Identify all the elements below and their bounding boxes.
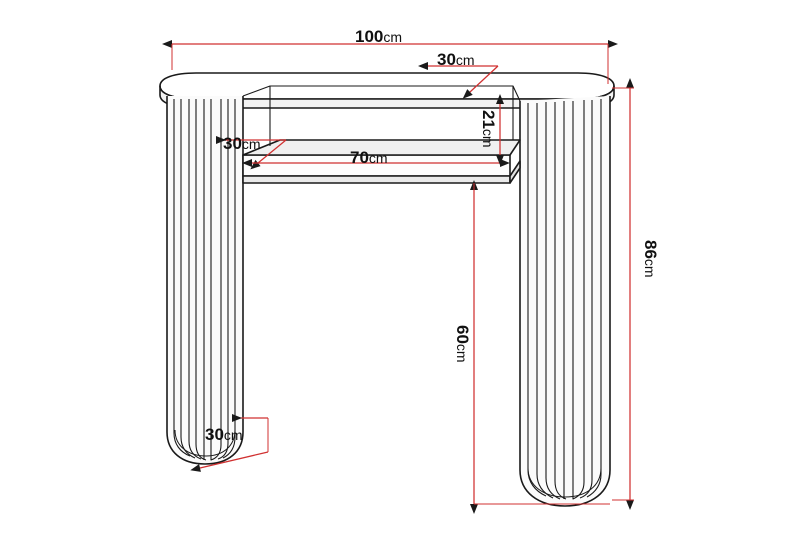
dim-unit-top-to-shelf: cm (480, 128, 496, 148)
dim-total-height (612, 78, 634, 510)
right-leg-panel (519, 96, 611, 507)
dim-value-top-width: 100 (355, 27, 384, 46)
dim-label-shelf-width: 70cm (350, 148, 388, 168)
dim-label-top-to-shelf: 21cm (478, 110, 498, 148)
dim-shelf-to-floor (470, 180, 610, 514)
dim-value-base-depth: 30 (205, 425, 224, 444)
inner-construction-lines (242, 85, 521, 146)
dim-unit-shelf-to-floor: cm (454, 343, 470, 363)
dim-value-shelf-width: 70 (350, 148, 369, 167)
dim-top-width (162, 40, 618, 84)
dim-top-depth (418, 62, 499, 99)
right-leg-slats (527, 99, 602, 500)
dim-value-top-depth: 30 (437, 50, 456, 69)
dimension-lines (162, 40, 634, 514)
dim-value-shelf-to-floor: 60 (453, 325, 472, 344)
left-leg-panel (166, 96, 244, 465)
furniture-outline (159, 72, 615, 507)
dim-unit-total-height: cm (642, 258, 658, 278)
left-leg-slats (173, 99, 236, 461)
dim-value-top-to-shelf: 21 (479, 110, 498, 129)
dim-label-shelf-depth: 30cm (223, 134, 261, 154)
dim-label-shelf-to-floor: 60cm (452, 325, 472, 363)
dim-label-top-width: 100cm (355, 27, 402, 47)
dim-unit-base-depth: cm (223, 427, 243, 443)
dim-unit-shelf-depth: cm (241, 136, 261, 152)
dim-value-total-height: 86 (641, 240, 660, 259)
dim-unit-shelf-width: cm (368, 150, 388, 166)
dim-base-depth (190, 414, 269, 472)
dim-label-base-depth: 30cm (205, 425, 243, 445)
dim-label-top-depth: 30cm (437, 50, 475, 70)
dim-value-shelf-depth: 30 (223, 134, 242, 153)
dim-unit-top-depth: cm (455, 52, 475, 68)
dim-label-total-height: 86cm (640, 240, 660, 278)
dim-unit-top-width: cm (383, 29, 403, 45)
